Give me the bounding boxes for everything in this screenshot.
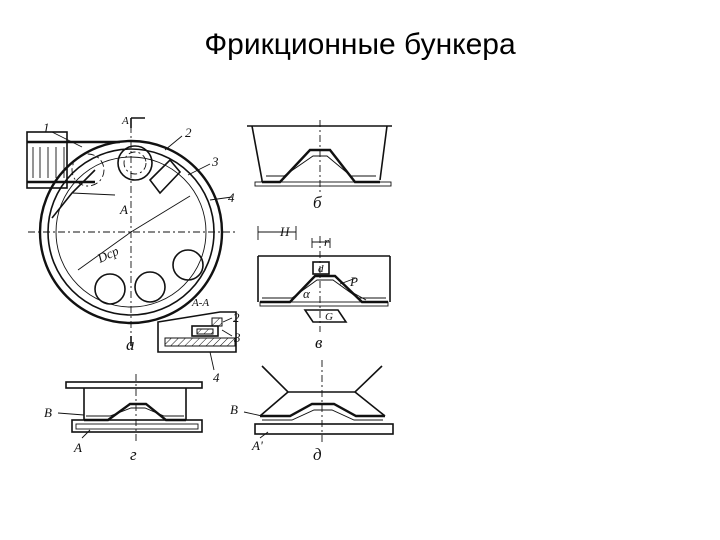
label-section-aa: А-А [191,297,209,309]
part-bottom-3 [172,249,204,281]
label-a-2: 2 [185,125,192,140]
label-G: G [325,311,333,323]
label-figure-g: г [130,445,137,464]
label-figure-b: б [313,193,322,212]
label-g-B: В [44,405,52,420]
figure-g-section: В А г [44,374,203,464]
label-a-center: A [119,202,128,217]
label-r: r [324,234,330,249]
label-d-B: В [230,402,238,417]
label-d-A: А' [251,438,263,453]
label-H: H [279,224,290,239]
label-d: d [318,263,324,275]
slide-title: Фрикционные бункера [204,28,516,61]
label-a-3: 3 [211,154,219,169]
label-a-1: 1 [43,120,50,135]
label-figure-a: а [126,335,135,354]
part-bottom-2 [134,271,166,303]
label-section-a: A [121,115,129,127]
label-dsr: Dср [94,243,121,266]
section-aa-detail: А-А 2 3 4 [157,297,241,385]
figure-d-section: В А' д [230,360,394,464]
part-top [117,145,153,181]
label-a-4: 4 [228,190,235,205]
part-left [71,153,105,187]
part-bottom-1 [94,273,126,305]
figure-v-section: H r d P α G в [257,224,391,352]
label-figure-v: в [315,333,323,352]
label-aa-4: 4 [213,370,220,385]
label-aa-3: 3 [233,330,241,345]
label-P: P [349,274,358,289]
label-figure-d: д [313,445,322,464]
label-g-A: А [73,440,82,455]
label-alpha: α [303,286,311,301]
figure-b-section: б [247,120,392,212]
figure-a-plan-view: 1 2 3 4 A A Dср а [26,115,235,354]
guide-knife [148,158,182,195]
label-aa-2: 2 [233,310,240,325]
